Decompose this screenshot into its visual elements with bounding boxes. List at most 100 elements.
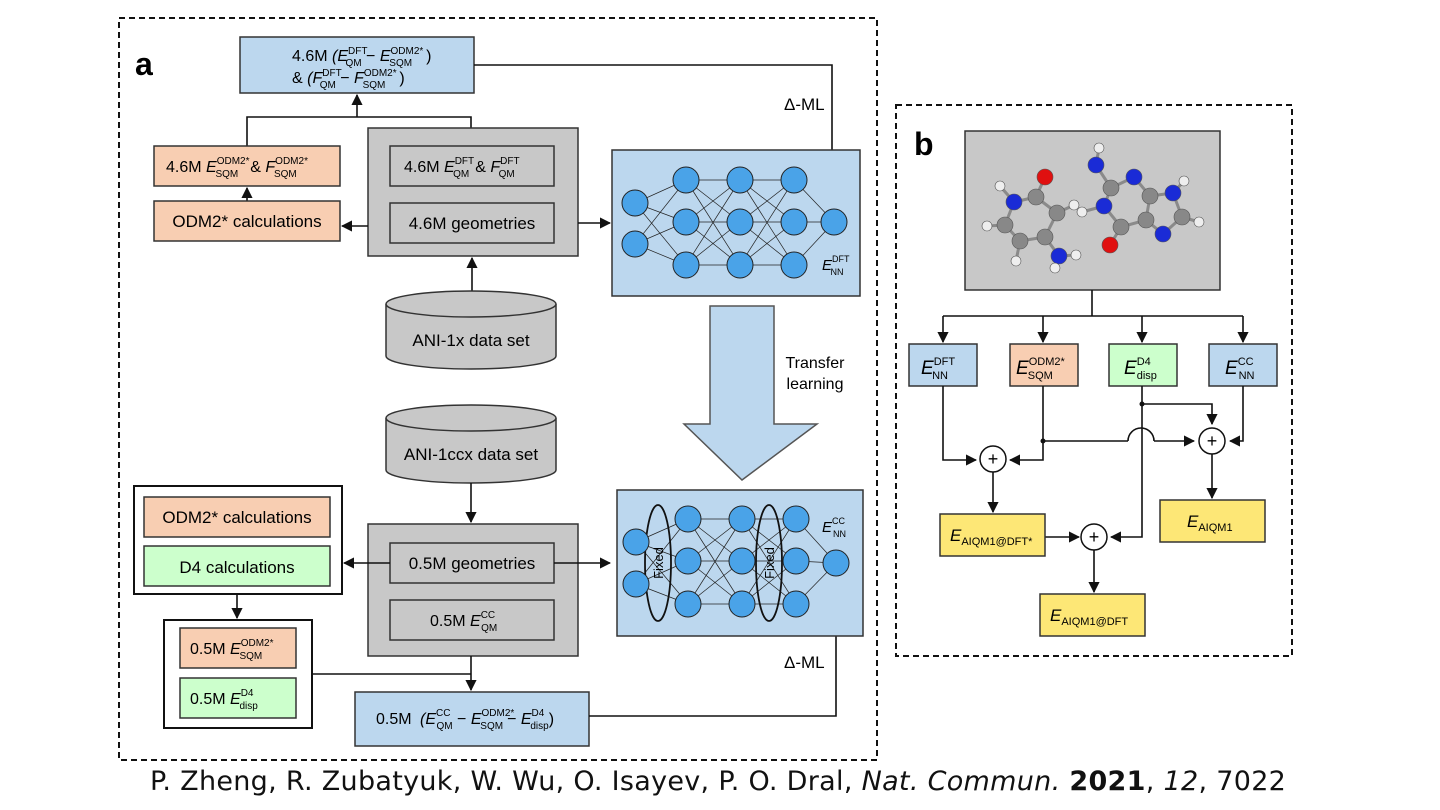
odm2-calc-2-text: ODM2* calculations bbox=[162, 508, 311, 527]
molecule-atom bbox=[1070, 249, 1082, 261]
transfer-text-2: learning bbox=[787, 376, 844, 393]
svg-text:+: + bbox=[1207, 431, 1218, 451]
delta-ml-bottom: Δ-ML bbox=[784, 653, 825, 672]
nn-top-node bbox=[820, 208, 848, 236]
nn-bot-node bbox=[728, 590, 756, 618]
ani1ccx-cylinder: ANI-1ccx data set bbox=[385, 404, 557, 484]
geometries-46-box bbox=[389, 202, 555, 244]
molecule-atom bbox=[1068, 199, 1080, 211]
svg-text:+: + bbox=[988, 449, 999, 469]
nn-top-edge bbox=[739, 179, 795, 266]
transfer-text-1: Transfer bbox=[786, 355, 846, 372]
d4-calc-box bbox=[143, 545, 331, 587]
molecule-atom bbox=[1193, 216, 1205, 228]
molecule-atom bbox=[1048, 204, 1066, 222]
molecule-image bbox=[964, 130, 1221, 291]
molecule-atom bbox=[1173, 208, 1191, 226]
nn-top-node bbox=[780, 166, 808, 194]
svg-text:EAIQM1@DFT*: EAIQM1@DFT* bbox=[950, 526, 1033, 548]
sqm-05-box: 0.5M EODM2*SQM bbox=[179, 627, 297, 669]
fixed-ellipse-1 bbox=[644, 504, 672, 622]
nn-top-node bbox=[780, 251, 808, 279]
molecule-atom bbox=[981, 220, 993, 232]
nn-bot-node bbox=[782, 505, 810, 533]
molecule-atom bbox=[1050, 247, 1068, 265]
molecule-atom bbox=[1141, 187, 1159, 205]
panel-b-label: b bbox=[914, 126, 934, 162]
plus-node-1: + bbox=[979, 445, 1007, 473]
molecule-atom bbox=[1076, 206, 1088, 218]
odm2-calc-text: ODM2* calculations bbox=[172, 212, 321, 231]
nn-top-node bbox=[672, 166, 700, 194]
esqm-box: EODM2*SQM bbox=[1009, 343, 1079, 387]
ani1x-label: ANI-1x data set bbox=[412, 331, 529, 350]
plus-node-2: + bbox=[1198, 427, 1226, 455]
citation-year: 2021 bbox=[1069, 766, 1146, 797]
plus-node-3: + bbox=[1080, 523, 1108, 551]
nn-top-node bbox=[672, 208, 700, 236]
molecule-atom bbox=[996, 216, 1014, 234]
ani1ccx-label: ANI-1ccx data set bbox=[404, 445, 538, 464]
molecule-atom bbox=[1011, 232, 1029, 250]
nn-bot-node bbox=[728, 547, 756, 575]
nn-bot-edge bbox=[741, 518, 797, 605]
delta-ml-top: Δ-ML bbox=[784, 95, 825, 114]
sqm-result-box: 4.6M EODM2*SQM& FODM2*SQM bbox=[153, 145, 341, 187]
ani1x-cylinder: ANI-1x data set bbox=[385, 290, 557, 370]
geometries-05-text: 0.5M geometries bbox=[409, 554, 536, 573]
nn-top-node bbox=[621, 230, 649, 258]
nn-bot-edge bbox=[687, 518, 743, 605]
molecule-atom bbox=[1093, 142, 1105, 154]
molecule-atom bbox=[1164, 184, 1182, 202]
molecule-atom bbox=[1137, 211, 1155, 229]
molecule-atom bbox=[1036, 168, 1054, 186]
panel-b-border bbox=[895, 104, 1293, 657]
molecule-atom bbox=[1154, 225, 1172, 243]
molecule-atom bbox=[994, 180, 1006, 192]
nn-top-node bbox=[726, 251, 754, 279]
aiqm1-dft-star-box: EAIQM1@DFT* bbox=[939, 513, 1046, 557]
molecule-atom bbox=[1102, 179, 1120, 197]
nn-top-node bbox=[780, 208, 808, 236]
molecule-atom bbox=[1027, 188, 1045, 206]
geometries-46-text: 4.6M geometries bbox=[409, 214, 536, 233]
molecule-atom bbox=[1125, 168, 1143, 186]
nn-bot-node bbox=[822, 549, 850, 577]
molecule-atom bbox=[1036, 228, 1054, 246]
citation-authors: P. Zheng, R. Zubatyuk, W. Wu, O. Isayev,… bbox=[150, 766, 862, 797]
nn-top-node bbox=[726, 208, 754, 236]
nn-bot-node bbox=[674, 505, 702, 533]
nn-bot-node bbox=[674, 590, 702, 618]
fixed-label-2: Fixed bbox=[762, 547, 777, 579]
nn-top-edge bbox=[685, 179, 741, 266]
svg-text:EODM2*SQM: EODM2*SQM bbox=[1016, 356, 1065, 382]
nn-bot-node bbox=[622, 528, 650, 556]
molecule-atom bbox=[1087, 156, 1105, 174]
nn-top-node bbox=[621, 189, 649, 217]
molecule-atom bbox=[1095, 197, 1113, 215]
nn-bot-node bbox=[782, 547, 810, 575]
odm2-calc-2-box bbox=[143, 496, 331, 538]
transfer-arrow bbox=[682, 305, 820, 481]
molecule-atom bbox=[1049, 262, 1061, 274]
nn-top-edge bbox=[634, 179, 687, 245]
molecule-atom bbox=[1005, 193, 1023, 211]
fixed-label-1: Fixed bbox=[651, 547, 666, 579]
aiqm1-box: EAIQM1 bbox=[1159, 499, 1266, 543]
